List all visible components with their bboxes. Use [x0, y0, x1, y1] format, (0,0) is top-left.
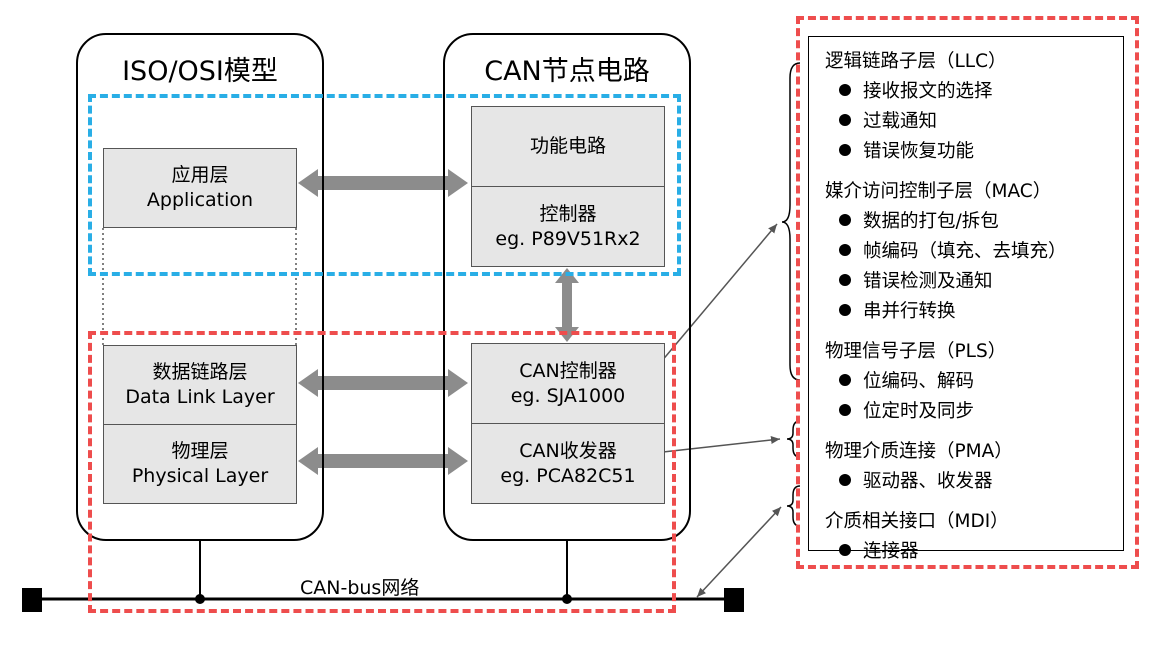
mac-item: 错误检测及通知: [825, 267, 1123, 297]
can-transceiver-zh: CAN收发器: [519, 439, 617, 462]
pls-item-text: 位编码、解码: [863, 371, 975, 392]
brace-mdi: [786, 485, 801, 527]
bullet-icon: [839, 474, 851, 486]
pls-item: 位编码、解码: [825, 367, 1123, 397]
mdi-item: 连接器: [825, 537, 1123, 567]
pma-group: 物理介质连接（PMA） 驱动器、收发器: [825, 437, 1123, 497]
bullet-icon: [839, 274, 851, 286]
pls-item: 位定时及同步: [825, 397, 1123, 427]
bus-terminator-right: [724, 588, 744, 612]
bus-node-left: [195, 594, 205, 604]
bullet-icon: [839, 214, 851, 226]
mac-item-text: 串并行转换: [863, 301, 956, 322]
pls-item-text: 位定时及同步: [863, 401, 975, 422]
application-layer-box: 应用层 Application: [103, 148, 297, 228]
iso-osi-title: ISO/OSI模型: [122, 56, 278, 87]
pma-item: 驱动器、收发器: [825, 467, 1123, 497]
detail-panel-region: [796, 16, 1139, 569]
sublayer-detail-panel: 逻辑链路子层（LLC） 接收报文的选择 过载通知 错误恢复功能 媒介访问控制子层…: [808, 36, 1124, 562]
mdi-item-text: 连接器: [863, 541, 919, 562]
mcu-controller-en: eg. P89V51Rx2: [495, 227, 641, 250]
pma-item-text: 驱动器、收发器: [863, 471, 993, 492]
pma-title: 物理介质连接（PMA）: [825, 441, 1013, 462]
application-layer-en: Application: [146, 189, 254, 211]
data-link-layer-en: Data Link Layer: [125, 386, 275, 408]
pls-title: 物理信号子层（PLS）: [825, 341, 1007, 362]
thin-arrow-mac: [644, 223, 778, 382]
thin-arrow-pma: [644, 436, 781, 457]
double-arrow-controller: [555, 268, 579, 342]
can-controller-zh: CAN控制器: [519, 359, 617, 382]
llc-item-text: 接收报文的选择: [863, 81, 993, 102]
double-arrow-physical: [298, 447, 468, 475]
llc-item-text: 错误恢复功能: [863, 141, 975, 162]
bullet-icon: [839, 144, 851, 156]
brace-datalink: [781, 62, 801, 381]
bullet-icon: [839, 244, 851, 256]
application-layer-zh: 应用层: [171, 164, 229, 187]
bullet-icon: [839, 114, 851, 126]
can-controller-en: eg. SJA1000: [510, 384, 626, 407]
llc-item: 过载通知: [825, 107, 1123, 137]
can-node-column: CAN节点电路: [443, 33, 691, 541]
data-link-layer-zh: 数据链路层: [152, 361, 248, 384]
bullet-icon: [839, 374, 851, 386]
upper-layer-region: [88, 94, 681, 276]
lower-layer-region: [88, 331, 676, 613]
data-link-layer-box: 数据链路层 Data Link Layer: [103, 345, 297, 425]
pls-group: 物理信号子层（PLS） 位编码、解码 位定时及同步: [825, 337, 1123, 427]
mac-item: 帧编码（填充、去填充）: [825, 237, 1123, 267]
mac-title: 媒介访问控制子层（MAC）: [825, 181, 1052, 202]
brace-pma: [786, 420, 801, 458]
iso-osi-column: ISO/OSI模型: [76, 33, 324, 541]
physical-layer-box: 物理层 Physical Layer: [103, 424, 297, 504]
can-transceiver-en: eg. PCA82C51: [500, 464, 636, 487]
double-arrow-application: [298, 169, 468, 197]
thin-arrow-mdi: [696, 506, 782, 598]
bullet-icon: [839, 404, 851, 416]
mac-group: 媒介访问控制子层（MAC） 数据的打包/拆包 帧编码（填充、去填充） 错误检测及…: [825, 177, 1123, 327]
physical-layer-en: Physical Layer: [131, 465, 269, 487]
can-bus-label: CAN-bus网络: [300, 577, 420, 599]
llc-item: 接收报文的选择: [825, 77, 1123, 107]
bullet-icon: [839, 84, 851, 96]
double-arrow-data-link: [298, 369, 468, 397]
mac-item: 数据的打包/拆包: [825, 207, 1123, 237]
physical-layer-zh: 物理层: [171, 440, 229, 463]
mdi-title: 介质相关接口（MDI）: [825, 511, 1009, 532]
bus-node-right: [562, 594, 572, 604]
mdi-group: 介质相关接口（MDI） 连接器: [825, 507, 1123, 567]
mac-item-text: 错误检测及通知: [863, 271, 993, 292]
llc-item: 错误恢复功能: [825, 137, 1123, 167]
llc-title: 逻辑链路子层（LLC）: [825, 51, 1007, 72]
bullet-icon: [839, 544, 851, 556]
function-circuit-label: 功能电路: [529, 135, 606, 158]
llc-item-text: 过载通知: [863, 111, 938, 132]
mcu-controller-box: 控制器 eg. P89V51Rx2: [471, 186, 665, 267]
bullet-icon: [839, 304, 851, 316]
can-node-title: CAN节点电路: [484, 56, 650, 87]
mac-item: 串并行转换: [825, 297, 1123, 327]
llc-group: 逻辑链路子层（LLC） 接收报文的选择 过载通知 错误恢复功能: [825, 47, 1123, 167]
function-circuit-box: 功能电路: [471, 106, 665, 187]
mcu-controller-zh: 控制器: [539, 202, 597, 225]
mac-item-text: 数据的打包/拆包: [863, 211, 999, 232]
mac-item-text: 帧编码（填充、去填充）: [863, 241, 1067, 262]
bus-terminator-left: [22, 588, 42, 612]
can-transceiver-box: CAN收发器 eg. PCA82C51: [471, 423, 665, 504]
